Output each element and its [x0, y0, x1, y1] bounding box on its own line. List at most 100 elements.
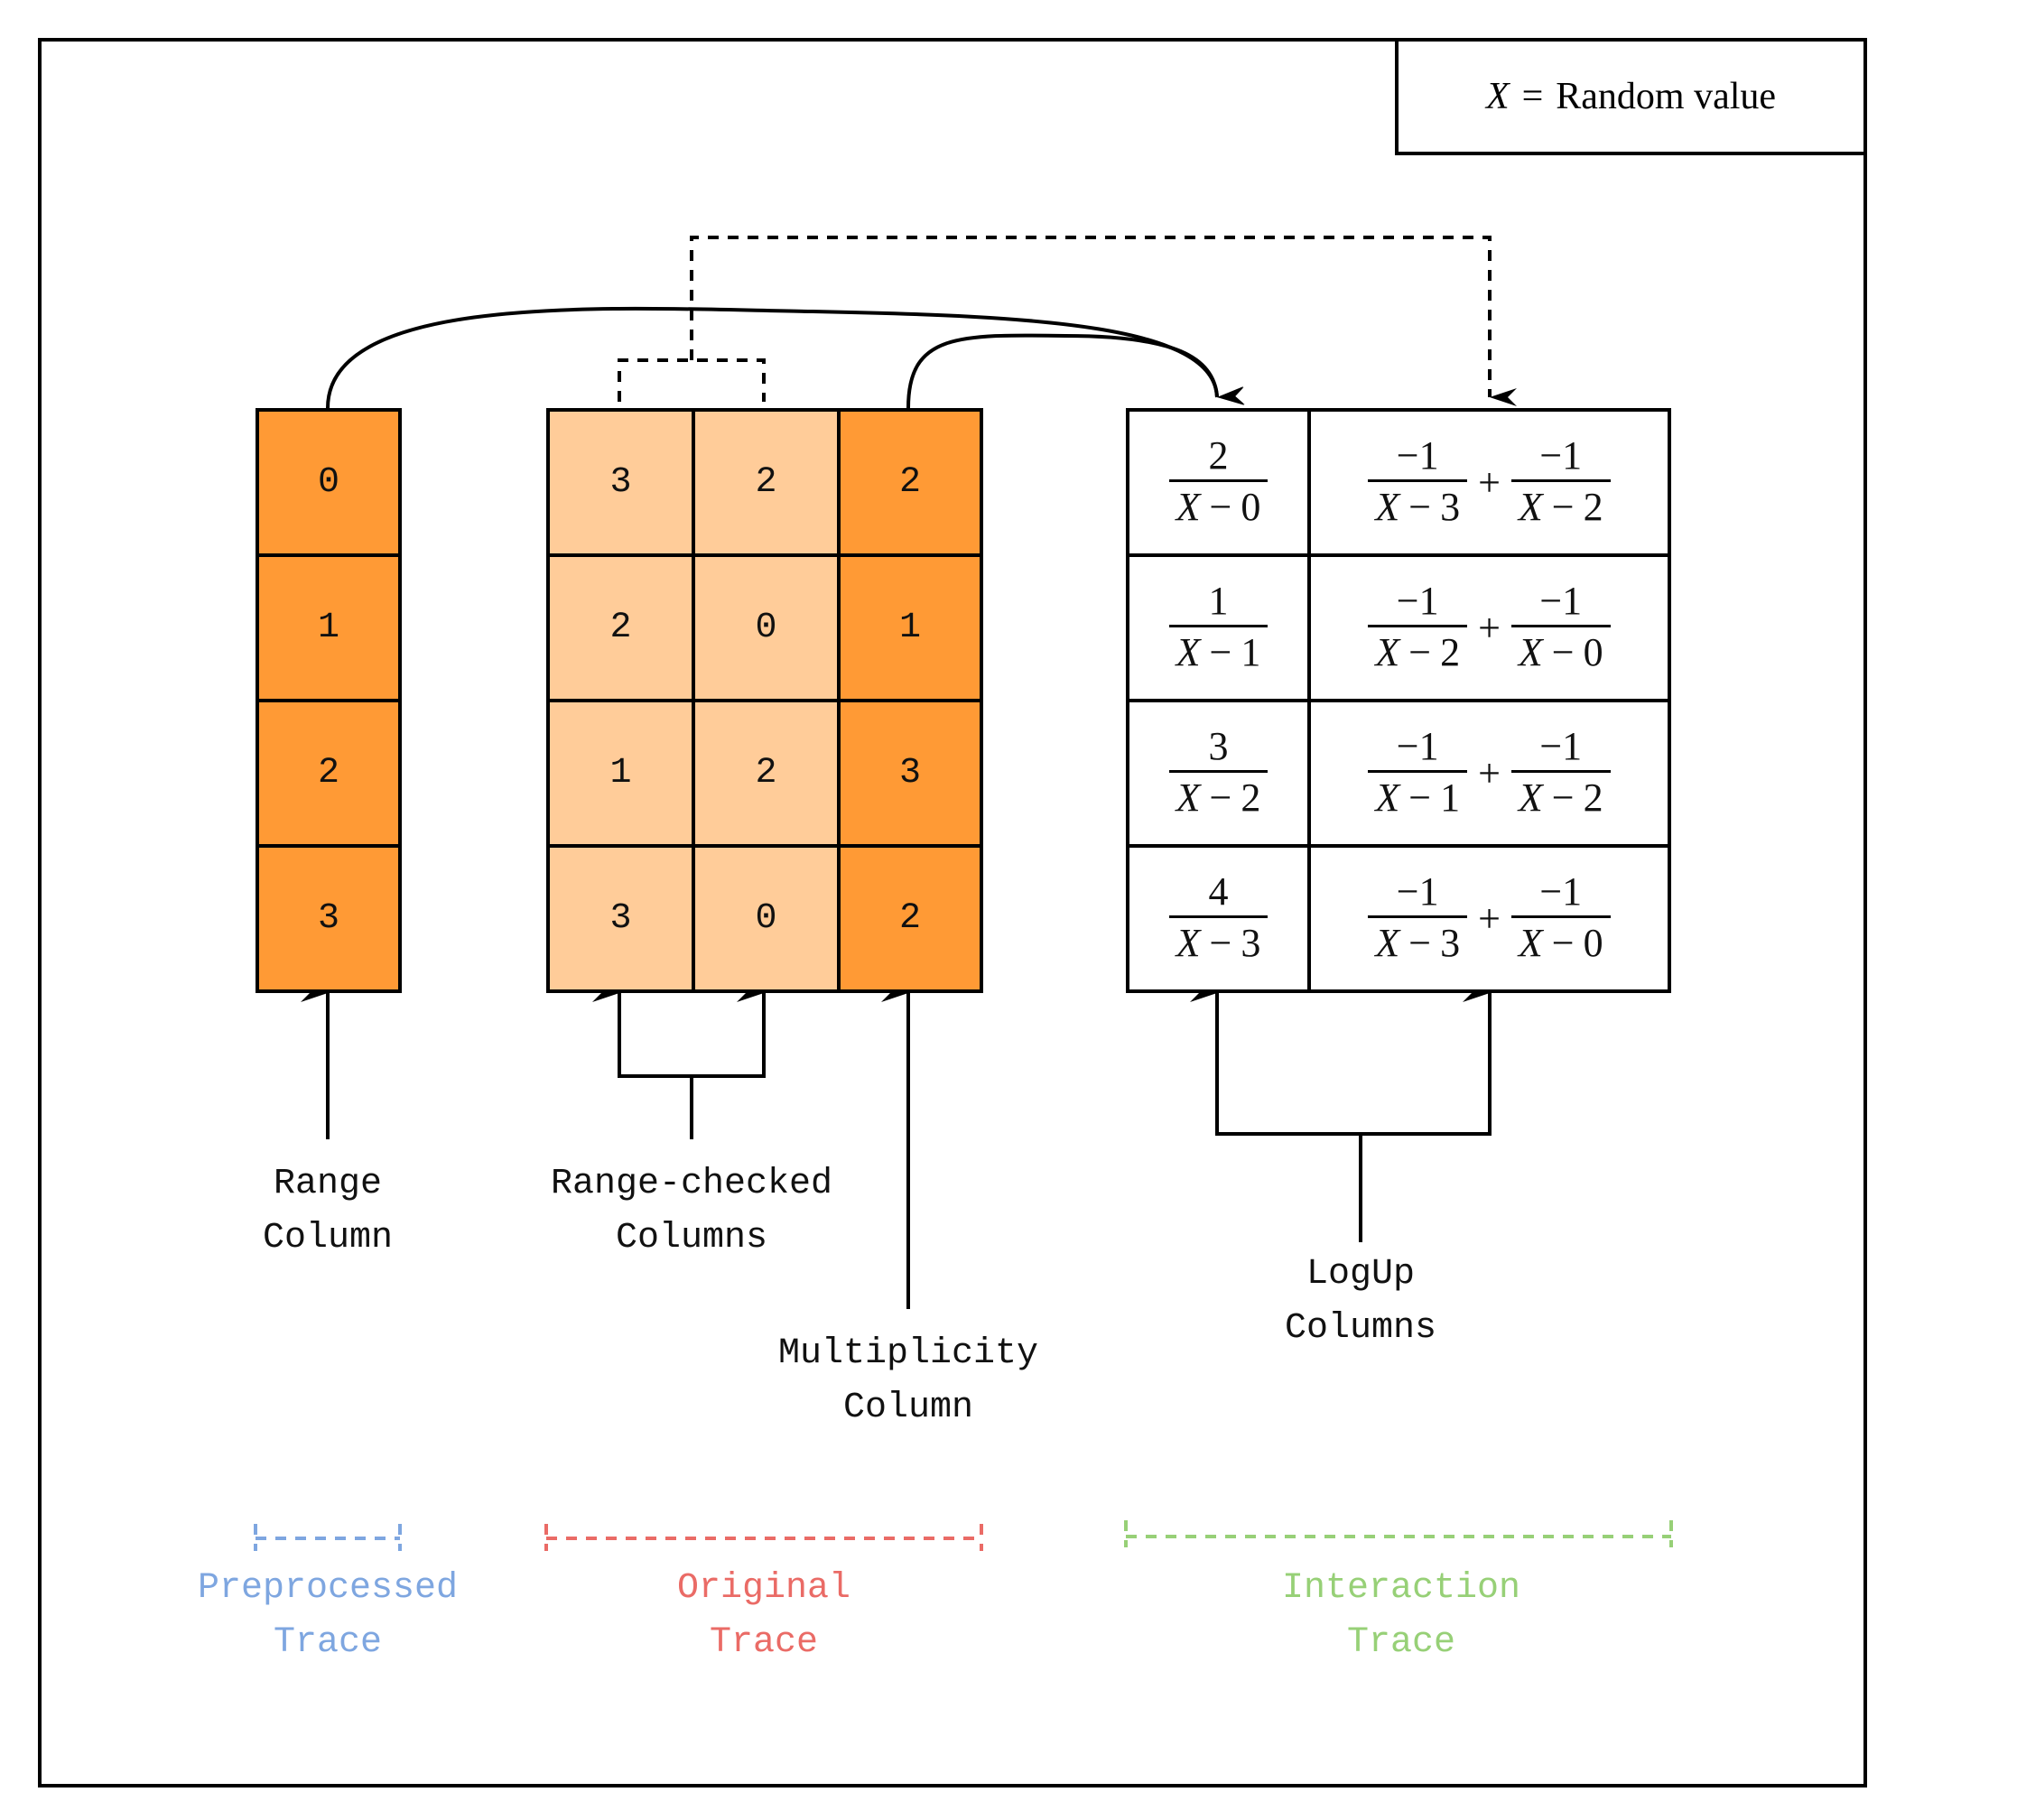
multiplicity-cell: 2 — [837, 844, 983, 993]
fraction-bar — [1168, 915, 1269, 918]
fraction-bar — [1510, 479, 1611, 482]
fraction-denominator: X−0 — [1169, 482, 1269, 533]
plus-sign: + — [1478, 606, 1501, 650]
label-line: Column — [842, 1388, 974, 1428]
variable-x: X — [1518, 921, 1543, 965]
range-to-logup-arrow — [326, 306, 1245, 409]
fraction-numerator: −1 — [1396, 433, 1439, 478]
range-cell: 1 — [256, 553, 402, 702]
fraction-denominator: X−2 — [1511, 482, 1611, 533]
range-checked-cell: 2 — [546, 553, 695, 702]
fraction-numerator: −1 — [1396, 579, 1439, 623]
legend-description: Random value — [1556, 76, 1777, 117]
range-checked-cell: 2 — [692, 699, 841, 848]
variable-x: X — [1518, 775, 1543, 820]
variable-x: X — [1518, 485, 1543, 529]
label-line: Columns — [1284, 1308, 1437, 1349]
minus-sign: − — [1551, 485, 1575, 529]
variable-x: X — [1375, 921, 1400, 965]
fraction-numerator: 1 — [1208, 579, 1229, 623]
fraction-bar — [1368, 915, 1468, 918]
preprocessed-trace-bracket — [254, 1524, 402, 1551]
fraction-bar — [1168, 479, 1269, 482]
denominator-constant: 1 — [1241, 630, 1261, 674]
minus-sign: − — [1408, 630, 1432, 674]
fraction-denominator: X−3 — [1368, 918, 1467, 969]
range-cell: 3 — [256, 844, 402, 993]
denominator-constant: 2 — [1583, 485, 1603, 529]
range-checked-cell: 3 — [546, 844, 695, 993]
minus-sign: − — [1551, 775, 1575, 820]
minus-sign: − — [1209, 921, 1232, 965]
original-trace-bracket — [544, 1524, 983, 1551]
fraction-bar — [1510, 770, 1611, 773]
range-checked-bracket — [618, 1074, 766, 1139]
fraction-denominator: X−2 — [1368, 627, 1467, 678]
plus-sign: + — [1478, 751, 1501, 795]
label-line: Columns — [615, 1218, 768, 1258]
variable-x: X — [1375, 630, 1400, 674]
fraction-numerator: −1 — [1539, 724, 1583, 768]
fraction-numerator: −1 — [1539, 433, 1583, 478]
minus-sign: − — [1408, 775, 1432, 820]
variable-x: X — [1176, 921, 1201, 965]
denominator-constant: 2 — [1583, 775, 1603, 820]
fraction-denominator: X−2 — [1169, 773, 1269, 823]
denominator-constant: 1 — [1440, 775, 1461, 820]
fraction-denominator: X−0 — [1511, 627, 1611, 678]
fraction-denominator: X−3 — [1169, 918, 1269, 969]
multiplicity-cell: 2 — [837, 408, 983, 557]
fraction-numerator: 2 — [1208, 433, 1229, 478]
fraction-bar — [1368, 625, 1468, 627]
label-line: LogUp — [1306, 1254, 1416, 1295]
label-line: Range-checked — [550, 1164, 833, 1204]
variable-x: X — [1375, 775, 1400, 820]
legend-box: X = Random value — [1395, 38, 1867, 155]
plus-sign: + — [1478, 460, 1501, 505]
denominator-constant: 3 — [1440, 485, 1461, 529]
fraction-bar — [1510, 915, 1611, 918]
denominator-constant: 3 — [1440, 921, 1461, 965]
fraction-denominator: X−3 — [1368, 482, 1467, 533]
range-cell: 0 — [256, 408, 402, 557]
minus-sign: − — [1209, 775, 1232, 820]
minus-sign: − — [1408, 921, 1432, 965]
fraction-numerator: −1 — [1539, 579, 1583, 623]
minus-sign: − — [1209, 630, 1232, 674]
fraction-bar — [1368, 770, 1468, 773]
denominator-constant: 3 — [1241, 921, 1261, 965]
label-line: Original — [676, 1568, 851, 1609]
interaction-trace-bracket — [1124, 1520, 1673, 1547]
range-checked-cell: 3 — [546, 408, 695, 557]
fraction-numerator: −1 — [1396, 724, 1439, 768]
fraction-numerator: −1 — [1396, 869, 1439, 914]
range-cell: 2 — [256, 699, 402, 848]
variable-x: X — [1176, 775, 1201, 820]
fraction-denominator: X−2 — [1511, 773, 1611, 823]
variable-x: X — [1176, 630, 1201, 674]
fraction-denominator: X−1 — [1368, 773, 1467, 823]
